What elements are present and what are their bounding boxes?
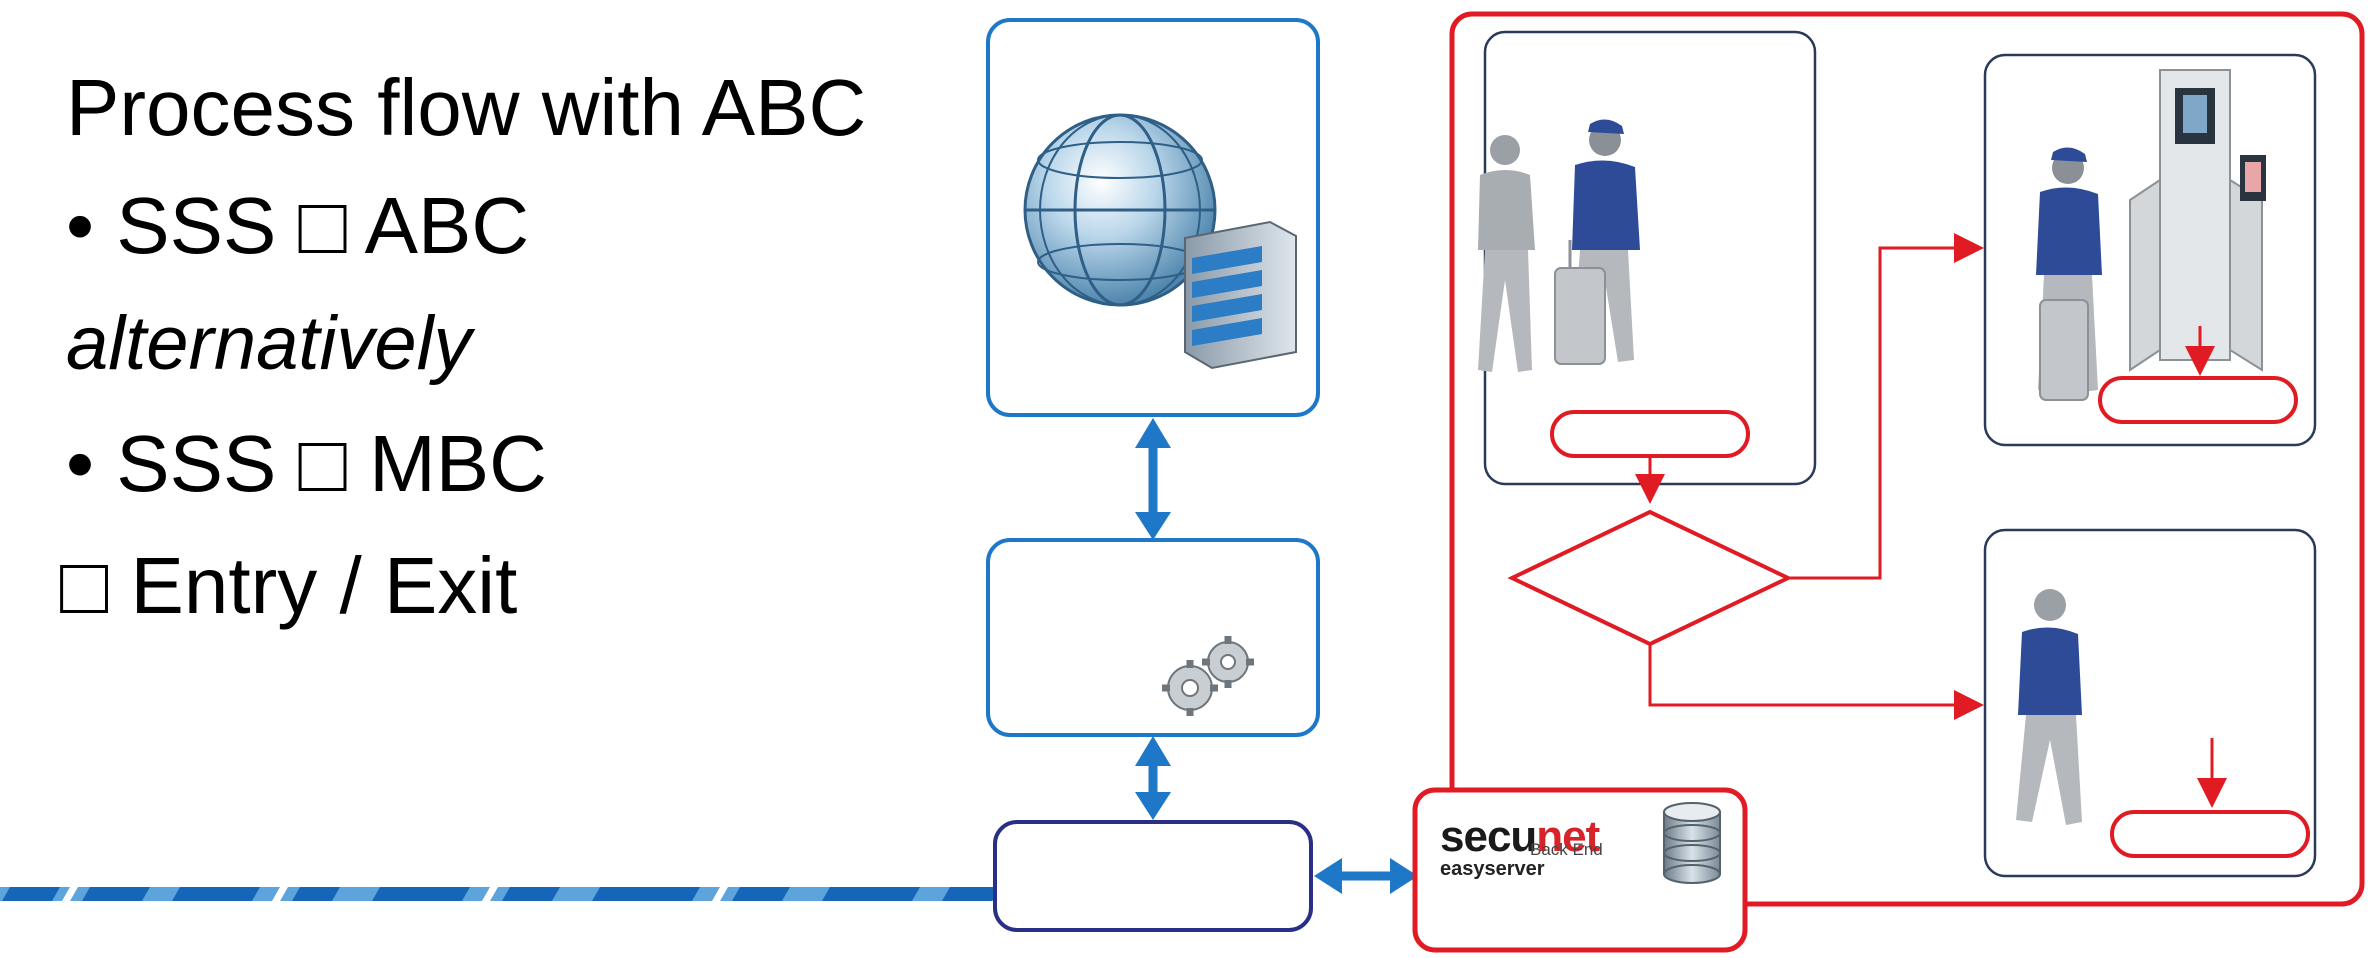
- process-frame: [1449, 11, 2365, 907]
- database-icon: [1663, 802, 1721, 884]
- stripe-baseline: [0, 887, 1000, 901]
- double-arrow-middle: [1135, 736, 1171, 820]
- processing-box: [986, 538, 1320, 737]
- arrow-to-manual: [1648, 644, 1984, 720]
- easyserver-label: easyserver: [1440, 858, 1545, 880]
- local-system-box: [993, 820, 1313, 932]
- globe-server-icon: [1023, 113, 1297, 370]
- double-arrow-top: [1135, 418, 1171, 540]
- arrow-to-abc: [1788, 233, 1984, 580]
- abc-gate-icon: [2036, 69, 2266, 401]
- bullet-sss-abc: • SSS □ ABC: [66, 181, 530, 270]
- bullet-sss-mbc: • SSS □ MBC: [66, 419, 547, 508]
- traveller-pill: [1550, 410, 1750, 458]
- abc-outcome-pill: [2098, 376, 2298, 424]
- backend-box: [1412, 787, 1748, 953]
- decision-diamond: [1507, 509, 1793, 647]
- bullet-entry-exit: □ Entry / Exit: [60, 541, 518, 630]
- gears-icon: [1162, 636, 1254, 716]
- slide-title: Process flow with ABC: [66, 63, 867, 152]
- manual-outcome-pill: [2110, 810, 2310, 858]
- double-arrow-horizontal: [1314, 858, 1418, 894]
- walking-traveller-icon: [2016, 589, 2082, 825]
- alternatively-label: alternatively: [66, 301, 472, 386]
- traveller-icon: [1478, 119, 1640, 372]
- secunet-logo: secunet: [1440, 812, 1600, 861]
- back-end-label: Back End: [1530, 840, 1603, 859]
